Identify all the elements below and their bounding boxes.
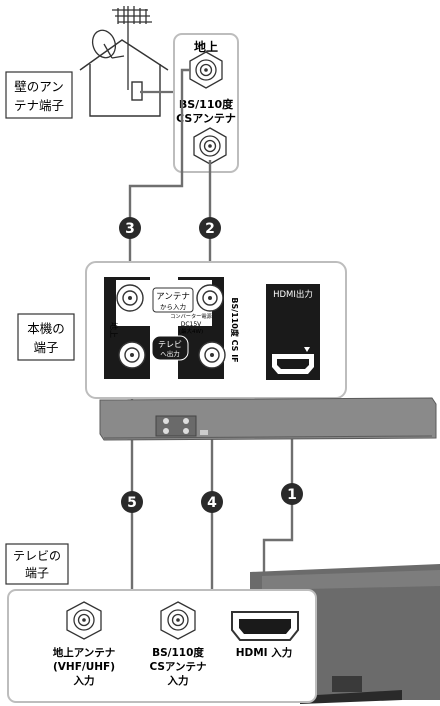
terrestrial-side-label: 地上 — [109, 322, 119, 338]
converter-label-line3: (最大4W) — [179, 327, 203, 335]
coax-connector-icon — [118, 341, 146, 369]
step-badge-4: 4 — [201, 491, 223, 513]
step-badge-3: 3 — [119, 217, 141, 239]
recorder-label-line1: 本機の — [27, 321, 65, 336]
recorder-label-line2: 端子 — [33, 340, 58, 355]
antenna-in-label-line2: から入力 — [160, 302, 186, 311]
tv-bs-label-line1: BS/110度 — [152, 646, 204, 659]
wall-terminal-label: 壁のアン テナ端子 — [5, 71, 73, 119]
tv-terminal-label: テレビの 端子 — [5, 543, 69, 585]
tv-terminal-panel: 地上アンテナ (VHF/UHF) 入力 BS/110度 CSアンテナ 入力 HD… — [7, 589, 317, 703]
hdmi-connector-icon — [272, 354, 314, 374]
step-badge-4-number: 4 — [207, 495, 217, 511]
wall-label-line1: 壁のアン — [14, 79, 64, 94]
recorder-terminal-label: 本機の 端子 — [17, 313, 75, 361]
tv-out-label-line2: へ出力 — [160, 349, 180, 358]
tv-label-line2: 端子 — [25, 566, 49, 580]
recorder-device-icon — [99, 397, 437, 441]
converter-label-line2: DC15V — [181, 321, 202, 328]
tv-terrestrial-label-line3: 入力 — [74, 674, 95, 687]
coax-connector-icon — [193, 127, 227, 165]
antenna-in-label-line1: アンテナ — [156, 292, 190, 302]
wall-bs-label-line2: CSアンテナ — [176, 112, 236, 125]
coax-connector-icon — [66, 601, 102, 640]
coax-connector-icon — [198, 341, 226, 369]
hdmi-out-label: HDMI出力 — [273, 289, 313, 300]
house-icon — [79, 39, 169, 117]
coax-connector-icon — [116, 284, 144, 312]
tv-label-line1: テレビの — [13, 549, 61, 563]
bs-side-label: BS/110度 CS IF — [230, 297, 240, 362]
step-badge-2-number: 2 — [205, 221, 215, 237]
tv-bs-label-line2: CSアンテナ — [149, 661, 206, 673]
step-badge-5: 5 — [121, 491, 143, 513]
tv-terrestrial-label-line1: 地上アンテナ — [53, 646, 116, 659]
wall-label-line2: テナ端子 — [14, 98, 64, 113]
hdmi-connector-icon — [231, 611, 299, 641]
tv-bs-label-line3: 入力 — [168, 674, 189, 687]
recorder-terminal-panel: アンテナ から入力 コンバーター電源 DC15V (最大4W) テレビ へ出力 … — [85, 261, 347, 399]
coax-connector-icon — [160, 601, 196, 640]
wall-terminal-panel: 地上 BS/110度 CSアンテナ — [173, 33, 239, 173]
antenna-icon — [91, 6, 152, 90]
step-badge-2: 2 — [199, 217, 221, 239]
coax-connector-icon — [196, 284, 224, 312]
coax-connector-icon — [189, 51, 223, 89]
step-badge-5-number: 5 — [127, 495, 137, 511]
tv-hdmi-in-label: HDMI 入力 — [236, 646, 293, 659]
converter-label-line1: コンバーター電源 — [170, 312, 212, 320]
step-badge-3-number: 3 — [125, 221, 135, 237]
wall-bs-label-line1: BS/110度 — [179, 97, 234, 111]
tv-out-label-line1: テレビ — [158, 340, 182, 349]
step-badge-1: 1 — [281, 483, 303, 505]
wall-terrestrial-label: 地上 — [194, 39, 218, 54]
tv-terrestrial-label-line2: (VHF/UHF) — [53, 661, 115, 673]
step-badge-1-number: 1 — [287, 487, 297, 503]
